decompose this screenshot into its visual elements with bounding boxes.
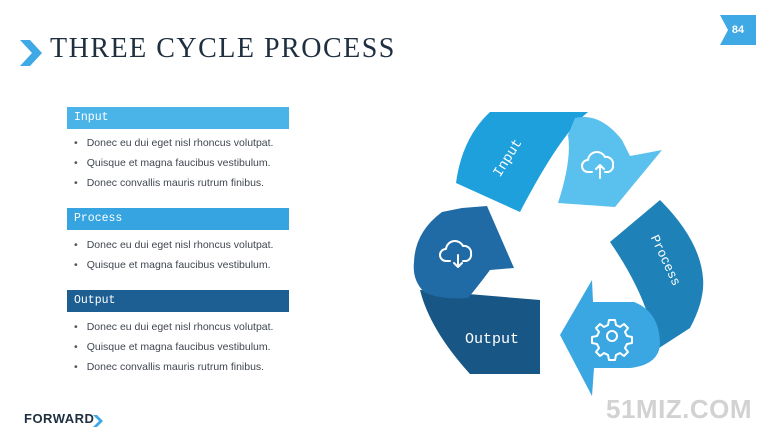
output-segment-band (420, 290, 540, 374)
section-header-process: Process (67, 208, 289, 230)
page-badge (720, 15, 756, 45)
list-item: Quisque et magna faucibus vestibulum. (74, 153, 273, 173)
section-list-process: Donec eu dui eget nisl rhoncus volutpat.… (74, 235, 274, 275)
output-label: Output (465, 331, 519, 348)
page-number: 84 (731, 24, 745, 36)
list-item: Donec convallis mauris rutrum finibus. (74, 173, 273, 193)
page-title: THREE CYCLE PROCESS (50, 33, 396, 64)
list-item: Donec eu dui eget nisl rhoncus volutpat. (74, 317, 274, 337)
list-item: Quisque et magna faucibus vestibulum. (74, 255, 273, 275)
title-chevron-icon (20, 40, 42, 66)
section-header-output: Output (67, 290, 289, 312)
cloud-download-icon (439, 240, 473, 268)
gear-icon (591, 319, 633, 361)
list-item: Donec eu dui eget nisl rhoncus volutpat. (74, 133, 274, 153)
watermark: 51MIZ.COM (606, 394, 753, 424)
list-item: Quisque et magna faucibus vestibulum. (74, 337, 273, 357)
process-arrow (560, 280, 660, 396)
brand-chevron-icon (93, 415, 103, 427)
brand-logo-text: FORWARD (24, 411, 95, 426)
input-segment-band (456, 112, 588, 212)
section-list-output: Donec eu dui eget nisl rhoncus volutpat.… (74, 317, 274, 377)
cloud-upload-icon (581, 151, 615, 179)
list-item: Donec eu dui eget nisl rhoncus volutpat. (74, 235, 274, 255)
input-arrow (558, 116, 662, 207)
list-item: Donec convallis mauris rutrum finibus. (74, 357, 273, 377)
section-list-input: Donec eu dui eget nisl rhoncus volutpat.… (74, 133, 274, 193)
section-header-input: Input (67, 107, 289, 129)
process-segment-band (610, 200, 704, 350)
output-arrow (413, 206, 514, 299)
